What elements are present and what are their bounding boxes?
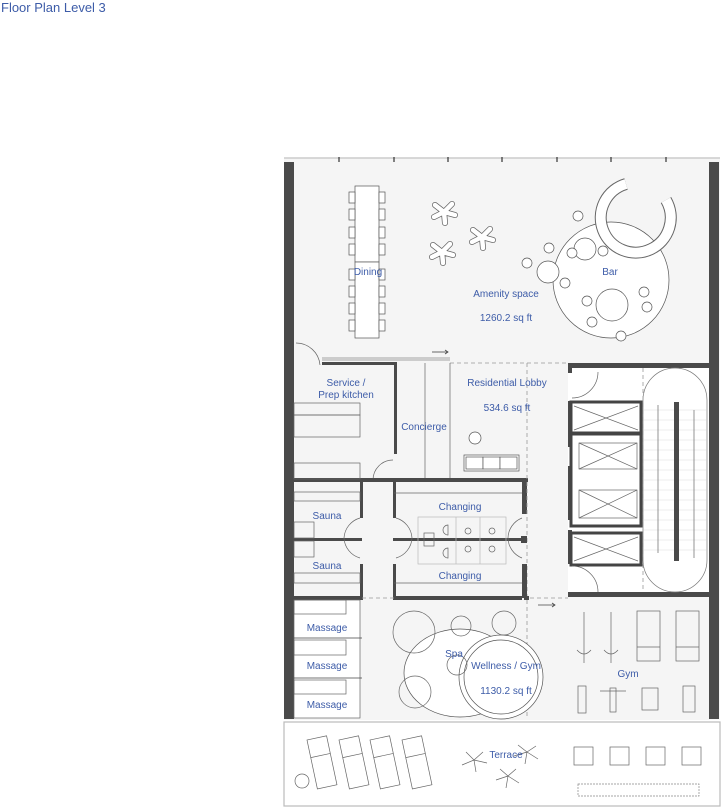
label-spa: Spa (445, 649, 463, 660)
label-service: Service / (327, 378, 366, 389)
label-changing-bottom: Changing (439, 571, 482, 582)
wall-left (284, 162, 294, 719)
counter-hatch (322, 357, 450, 361)
label-lobby: Residential Lobby (467, 378, 547, 389)
sauna-benches (293, 491, 361, 584)
bar-counter (521, 178, 677, 342)
wall-right (709, 162, 719, 719)
terrace-furniture (294, 735, 702, 797)
label-sauna-top: Sauna (313, 511, 342, 522)
label-dining: Dining (354, 267, 382, 278)
label-prep-kitchen: Prep kitchen (318, 390, 374, 401)
lobby-sofa (463, 454, 520, 472)
label-wellness-area: 1130.2 sq ft (480, 686, 532, 697)
staircase (642, 367, 708, 593)
kitchen-counters (293, 402, 361, 480)
terrace-area (283, 721, 721, 807)
massage-rooms (293, 599, 362, 719)
label-terrace: Terrace (489, 750, 523, 761)
label-gym: Gym (617, 669, 638, 680)
elevators (569, 400, 643, 567)
spa-pools (392, 610, 544, 720)
changing-fixtures (417, 516, 507, 565)
gym-equipment (576, 610, 700, 714)
label-bar: Bar (602, 267, 618, 278)
label-massage-1: Massage (307, 623, 348, 634)
label-lobby-area: 534.6 sq ft (484, 403, 531, 414)
page-title: Floor Plan Level 3 (1, 0, 106, 15)
label-concierge: Concierge (401, 422, 447, 433)
lobby-table (468, 431, 482, 445)
label-sauna-bottom: Sauna (313, 561, 342, 572)
label-massage-2: Massage (307, 661, 348, 672)
label-massage-3: Massage (307, 700, 348, 711)
label-changing-top: Changing (439, 502, 482, 513)
window-ticks (338, 157, 667, 162)
label-wellness: Wellness / Gym (471, 661, 541, 672)
label-amenity: Amenity space (473, 289, 539, 300)
lounge-chairs (429, 201, 496, 266)
dining-table (348, 185, 386, 339)
label-amenity-area: 1260.2 sq ft (480, 313, 532, 324)
